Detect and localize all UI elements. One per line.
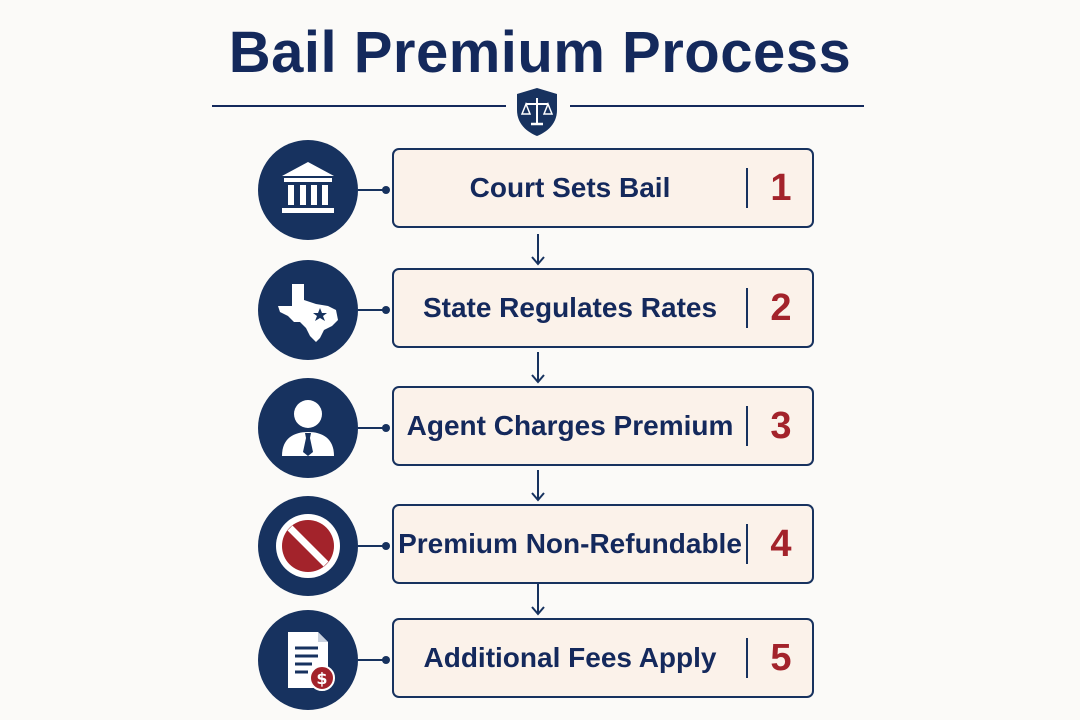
- step-connector: [358, 545, 388, 547]
- connector-dot: [382, 306, 390, 314]
- prohibited-icon: [258, 496, 358, 596]
- step-connector: [358, 309, 388, 311]
- step-label: Agent Charges Premium: [406, 410, 734, 441]
- step-5: $ Additional Fees Apply 5: [0, 610, 1080, 710]
- step-number: 2: [770, 287, 792, 329]
- step-separator: [746, 168, 748, 208]
- scales-of-justice-shield-icon: [517, 88, 557, 136]
- step-number: 1: [770, 167, 792, 209]
- down-arrow-icon: [531, 234, 545, 266]
- step-separator: [746, 524, 748, 564]
- step-4: Premium Non-Refundable 4: [0, 496, 1080, 596]
- step-separator: [746, 638, 748, 678]
- connector-dot: [382, 424, 390, 432]
- step-3: Agent Charges Premium 3: [0, 378, 1080, 478]
- texas-map-icon: [258, 260, 358, 360]
- step-label: Additional Fees Apply: [423, 642, 717, 673]
- step-1: Court Sets Bail 1: [0, 140, 1080, 240]
- connector-dot: [382, 656, 390, 664]
- step-number: 5: [770, 637, 792, 679]
- step-label: Premium Non-Refundable: [398, 528, 742, 559]
- step-label: Court Sets Bail: [469, 172, 671, 203]
- connector-dot: [382, 186, 390, 194]
- step-separator: [746, 406, 748, 446]
- courthouse-icon: [258, 140, 358, 240]
- step-number: 3: [770, 405, 792, 447]
- step-card: State Regulates Rates 2: [392, 268, 814, 348]
- step-card: Premium Non-Refundable 4: [392, 504, 814, 584]
- agent-person-icon: [258, 378, 358, 478]
- fee-document-icon: $: [258, 610, 358, 710]
- down-arrow-icon: [531, 470, 545, 502]
- page-title: Bail Premium Process: [228, 20, 852, 85]
- title-divider-left: [212, 105, 506, 107]
- step-separator: [746, 288, 748, 328]
- down-arrow-icon: [531, 352, 545, 384]
- step-2: State Regulates Rates 2: [0, 260, 1080, 360]
- step-card: Agent Charges Premium 3: [392, 386, 814, 466]
- step-connector: [358, 659, 388, 661]
- step-connector: [358, 427, 388, 429]
- title-divider-right: [570, 105, 864, 107]
- step-card: Court Sets Bail 1: [392, 148, 814, 228]
- connector-dot: [382, 542, 390, 550]
- step-connector: [358, 189, 388, 191]
- svg-text:$: $: [316, 669, 327, 688]
- step-number: 4: [770, 523, 792, 565]
- down-arrow-icon: [531, 584, 545, 616]
- step-label: State Regulates Rates: [422, 292, 718, 323]
- step-card: Additional Fees Apply 5: [392, 618, 814, 698]
